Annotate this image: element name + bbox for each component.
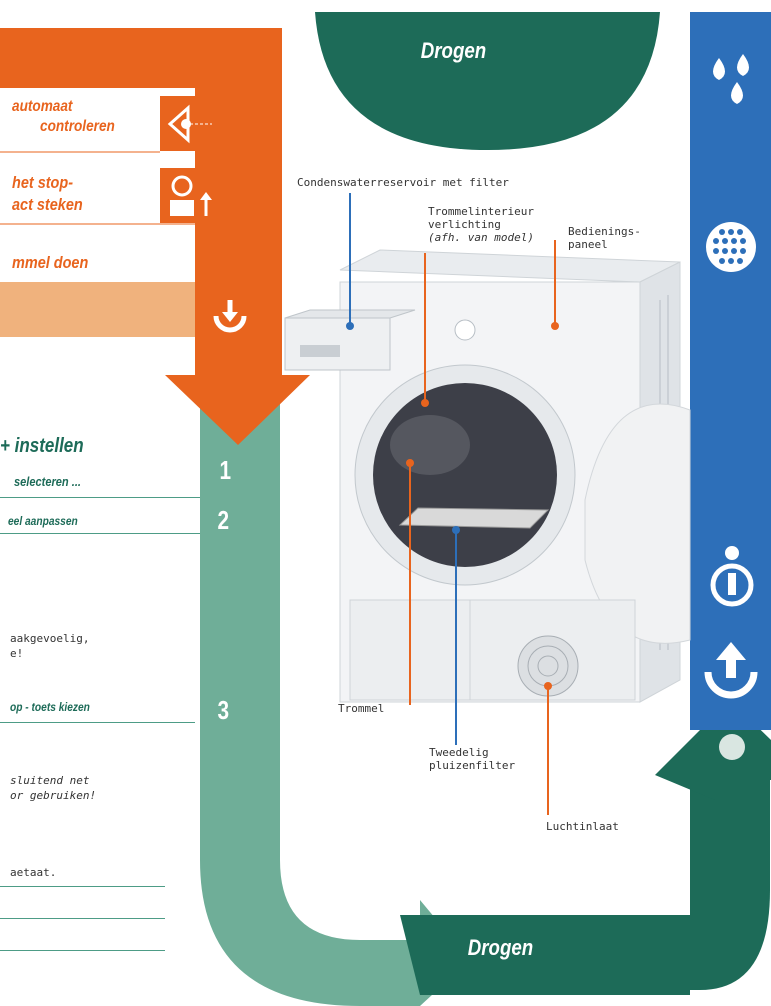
note3: aetaat. xyxy=(10,866,57,879)
note-line2: e! xyxy=(10,647,24,660)
step1-text: selecteren ... xyxy=(14,474,81,489)
right-green-band xyxy=(690,760,770,990)
note-line1: aakgevoelig, xyxy=(10,632,90,645)
bottom-tab-label: Drogen xyxy=(467,935,534,960)
divider xyxy=(0,722,195,723)
divider xyxy=(0,950,165,951)
orange-light-bar xyxy=(0,282,195,337)
green-heading-text: instellen xyxy=(14,435,84,457)
blue-side-bar xyxy=(690,12,771,730)
step-a-line2: controleren xyxy=(40,118,115,135)
callout-light-line3: (afh. van model) xyxy=(428,231,534,244)
callout-condenswater: Condenswaterreservoir met filter xyxy=(297,176,509,189)
info-icon xyxy=(706,545,758,607)
step-c-line1: mmel doen xyxy=(12,253,89,272)
callout-panel-line1: Bedienings- xyxy=(568,225,641,238)
step-number-1: 1 xyxy=(219,455,232,485)
circle-dot-icon xyxy=(716,731,748,763)
divider xyxy=(0,497,200,498)
download-arrow-icon xyxy=(212,298,248,334)
note2-line2: or gebruiken! xyxy=(10,789,97,802)
top-green-cap xyxy=(315,12,660,150)
callout-filter-line2: pluizenfilter xyxy=(429,759,516,772)
top-tab-label: Drogen xyxy=(420,38,487,63)
note2-line1: sluitend net xyxy=(10,774,90,787)
callout-light-line2: verlichting xyxy=(428,218,501,231)
plug-icon xyxy=(162,170,214,222)
upload-arrow-icon xyxy=(704,640,758,702)
step-b-line2: act steken xyxy=(12,195,83,214)
green-arrow-path xyxy=(200,400,470,1006)
orange-arrowhead xyxy=(165,375,310,445)
callout-light-line1: Trommelinterieur xyxy=(428,205,534,218)
callout-filter-line1: Tweedelig xyxy=(429,746,489,759)
water-drops-icon xyxy=(705,48,757,108)
divider xyxy=(0,533,200,534)
step2-text: eel aanpassen xyxy=(8,514,78,528)
divider xyxy=(0,918,165,919)
callout-air: Luchtinlaat xyxy=(546,820,619,833)
step3-text: op - toets kiezen xyxy=(10,700,90,714)
step-number-2: 2 xyxy=(217,505,230,535)
bottom-green-band xyxy=(400,915,690,995)
callout-trommel: Trommel xyxy=(338,702,385,715)
filter-dots-icon xyxy=(704,220,758,274)
step-b-line1: het stop- xyxy=(12,173,74,192)
callout-panel-line2: paneel xyxy=(568,238,608,251)
green-heading: + instellen xyxy=(0,435,84,457)
divider xyxy=(0,886,165,887)
step-number-3: 3 xyxy=(217,695,230,725)
eye-check-icon xyxy=(162,98,214,150)
step-a-line1: automaat xyxy=(12,98,73,115)
